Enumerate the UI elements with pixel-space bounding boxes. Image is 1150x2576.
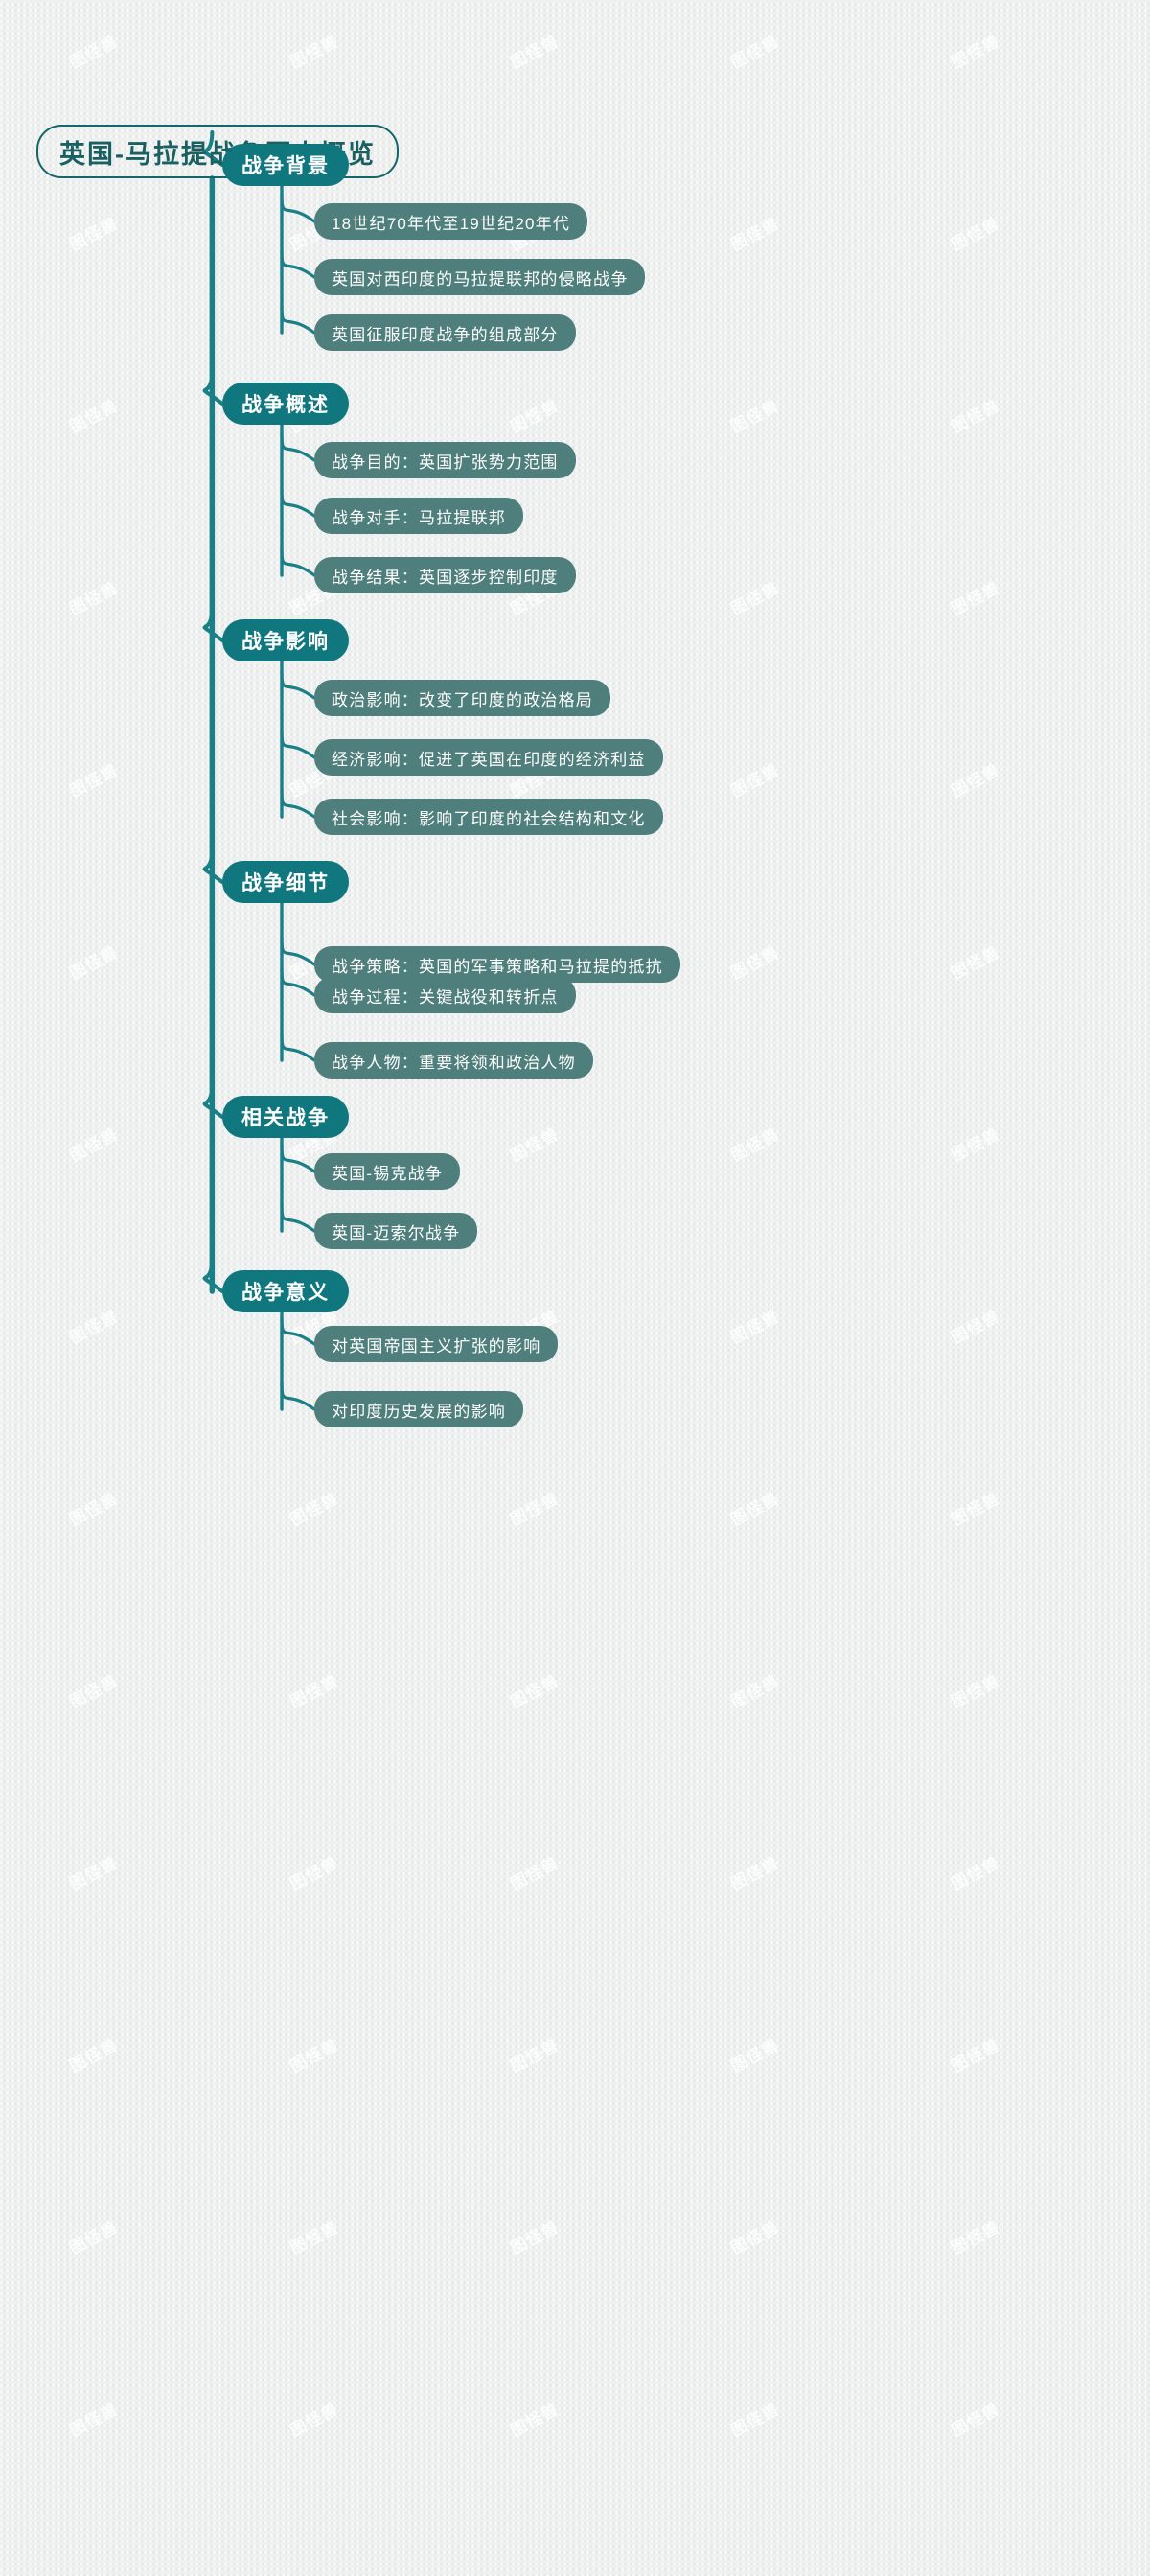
branch-node-5[interactable]: 战争意义 <box>222 1270 349 1312</box>
branch-node-1[interactable]: 战争概述 <box>222 383 349 425</box>
leaf-node-3-0[interactable]: 战争策略：英国的军事策略和马拉提的抵抗 <box>314 946 680 983</box>
branch-node-2[interactable]: 战争影响 <box>222 619 349 661</box>
branch-node-3[interactable]: 战争细节 <box>222 861 349 903</box>
leaf-node-0-1[interactable]: 英国对西印度的马拉提联邦的侵略战争 <box>314 259 646 295</box>
leaf-node-5-0[interactable]: 对英国帝国主义扩张的影响 <box>314 1326 559 1362</box>
leaf-node-1-0[interactable]: 战争目的：英国扩张势力范围 <box>314 442 576 478</box>
leaf-node-0-0[interactable]: 18世纪70年代至19世纪20年代 <box>314 203 588 240</box>
leaf-node-2-1[interactable]: 经济影响：促进了英国在印度的经济利益 <box>314 739 663 776</box>
leaf-node-0-2[interactable]: 英国征服印度战争的组成部分 <box>314 314 576 351</box>
leaf-node-4-1[interactable]: 英国-迈索尔战争 <box>314 1213 478 1249</box>
leaf-node-4-0[interactable]: 英国-锡克战争 <box>314 1153 461 1190</box>
leaf-node-2-0[interactable]: 政治影响：改变了印度的政治格局 <box>314 680 610 716</box>
leaf-node-1-1[interactable]: 战争对手：马拉提联邦 <box>314 498 523 534</box>
leaf-node-2-2[interactable]: 社会影响：影响了印度的社会结构和文化 <box>314 799 663 835</box>
leaf-node-3-2[interactable]: 战争人物：重要将领和政治人物 <box>314 1042 593 1079</box>
branch-node-0[interactable]: 战争背景 <box>222 144 349 186</box>
leaf-node-5-1[interactable]: 对印度历史发展的影响 <box>314 1391 523 1427</box>
branch-node-4[interactable]: 相关战争 <box>222 1096 349 1138</box>
leaf-node-1-2[interactable]: 战争结果：英国逐步控制印度 <box>314 557 576 593</box>
leaf-node-3-1[interactable]: 战争过程：关键战役和转折点 <box>314 977 576 1013</box>
